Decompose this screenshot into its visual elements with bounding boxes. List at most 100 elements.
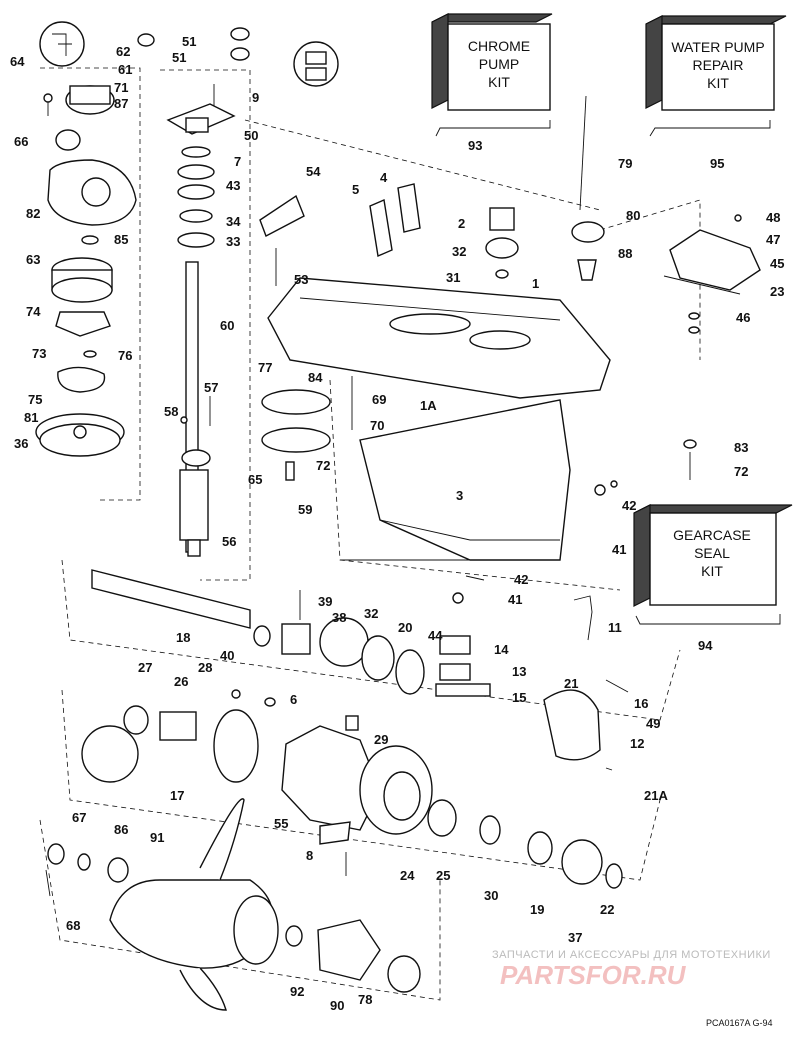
callout: 7 xyxy=(234,154,241,169)
top-centre-parts xyxy=(369,95,761,334)
callout: 37 xyxy=(568,930,582,945)
callout: 83 xyxy=(734,440,748,455)
callout: 42 xyxy=(622,498,636,513)
callout: 30 xyxy=(484,888,498,903)
callout: 34 xyxy=(226,214,241,229)
callout: 4 xyxy=(380,170,388,185)
callout: 71 xyxy=(114,80,128,95)
water-pump-kit-ref: 95 xyxy=(710,156,724,171)
callout: 57 xyxy=(204,380,218,395)
callout: 17 xyxy=(170,788,184,803)
callout: 51 xyxy=(172,50,186,65)
callout: 64 xyxy=(10,54,25,69)
callout: 14 xyxy=(494,642,509,657)
callout: 84 xyxy=(308,370,323,385)
callout: 22 xyxy=(600,902,614,917)
callout: 32 xyxy=(452,244,466,259)
gearcase-kit-line3: KIT xyxy=(701,563,723,579)
callout: 20 xyxy=(398,620,412,635)
callout: 6 xyxy=(290,692,297,707)
callout: 58 xyxy=(164,404,178,419)
right-bolts xyxy=(351,376,697,641)
callout: 73 xyxy=(32,346,46,361)
callout: 72 xyxy=(316,458,330,473)
callout: 31 xyxy=(446,270,460,285)
callout: 78 xyxy=(358,992,372,1007)
chrome-pump-kit-line3: KIT xyxy=(488,74,510,90)
callout: 49 xyxy=(646,716,660,731)
callout: 66 xyxy=(14,134,28,149)
callout: 21A xyxy=(644,788,668,803)
callout: 5 xyxy=(352,182,359,197)
callout: 56 xyxy=(222,534,236,549)
callout: 38 xyxy=(332,610,346,625)
callout: 15 xyxy=(512,690,526,705)
gearcase-kit-line2: SEAL xyxy=(694,545,730,561)
callout: 21 xyxy=(564,676,578,691)
watermark-logo: PARTSFOR.RU xyxy=(500,960,687,990)
callout: 79 xyxy=(618,156,632,171)
callout: 8 xyxy=(306,848,313,863)
callout: 85 xyxy=(114,232,128,247)
callout: 76 xyxy=(118,348,132,363)
callout: 60 xyxy=(220,318,234,333)
callout: 24 xyxy=(400,868,415,883)
callout: 19 xyxy=(530,902,544,917)
callout: 43 xyxy=(226,178,240,193)
callout: 59 xyxy=(298,502,312,517)
water-pump-housing xyxy=(43,85,137,245)
callout: 2 xyxy=(458,216,465,231)
callout: 69 xyxy=(372,392,386,407)
callout: 54 xyxy=(306,164,321,179)
callout: 3 xyxy=(456,488,463,503)
callout: 1A xyxy=(420,398,437,413)
callout: 9 xyxy=(252,90,259,105)
diagram-code: PCA0167A G-94 xyxy=(706,1018,773,1028)
drive-shaft-column xyxy=(137,27,339,557)
gearcase-kit-ref: 94 xyxy=(698,638,713,653)
callout: 16 xyxy=(634,696,648,711)
callout: 87 xyxy=(114,96,128,111)
callout: 61 xyxy=(118,62,132,77)
chrome-pump-kit-ref: 93 xyxy=(468,138,482,153)
water-pump-kit-line2: REPAIR xyxy=(692,57,743,73)
callout: 26 xyxy=(174,674,188,689)
callout: 48 xyxy=(766,210,780,225)
gearcase-seal-kit-box: GEARCASE SEAL KIT xyxy=(633,504,793,607)
callout: 77 xyxy=(258,360,272,375)
callout: 82 xyxy=(26,206,40,221)
callout: 47 xyxy=(766,232,780,247)
callout: 44 xyxy=(428,628,443,643)
callout: 45 xyxy=(770,256,784,271)
callout: 41 xyxy=(612,542,626,557)
callout: 18 xyxy=(176,630,190,645)
callout: 50 xyxy=(244,128,258,143)
callout: 1 xyxy=(532,276,539,291)
callout: 25 xyxy=(436,868,450,883)
callout: 40 xyxy=(220,648,234,663)
water-pump-kit-line1: WATER PUMP xyxy=(671,39,764,55)
callout: 68 xyxy=(66,918,80,933)
water-pump-repair-kit-box: WATER PUMP REPAIR KIT xyxy=(645,15,787,111)
callout: 55 xyxy=(274,816,288,831)
callout: 42 xyxy=(514,572,528,587)
callout: 53 xyxy=(294,272,308,287)
callout: 62 xyxy=(116,44,130,59)
watermark-line: ЗАПЧАСТИ И АКСЕССУАРЫ ДЛЯ МОТОТЕХНИКИ xyxy=(492,949,771,961)
callout: 72 xyxy=(734,464,748,479)
callout: 81 xyxy=(24,410,38,425)
callout: 23 xyxy=(770,284,784,299)
seal-kit-inset-left xyxy=(39,21,85,67)
propeller-shaft-row xyxy=(91,569,491,697)
callout: 13 xyxy=(512,664,526,679)
callout: 88 xyxy=(618,246,632,261)
callout: 91 xyxy=(150,830,164,845)
chrome-pump-kit-box: CHROME PUMP KIT xyxy=(431,13,553,111)
callout: 86 xyxy=(114,822,128,837)
water-pump-kit-line3: KIT xyxy=(707,75,729,91)
gearcase-kit-line1: GEARCASE xyxy=(673,527,751,543)
callout: 46 xyxy=(736,310,750,325)
callout: 74 xyxy=(26,304,41,319)
shift-parts xyxy=(180,194,331,481)
